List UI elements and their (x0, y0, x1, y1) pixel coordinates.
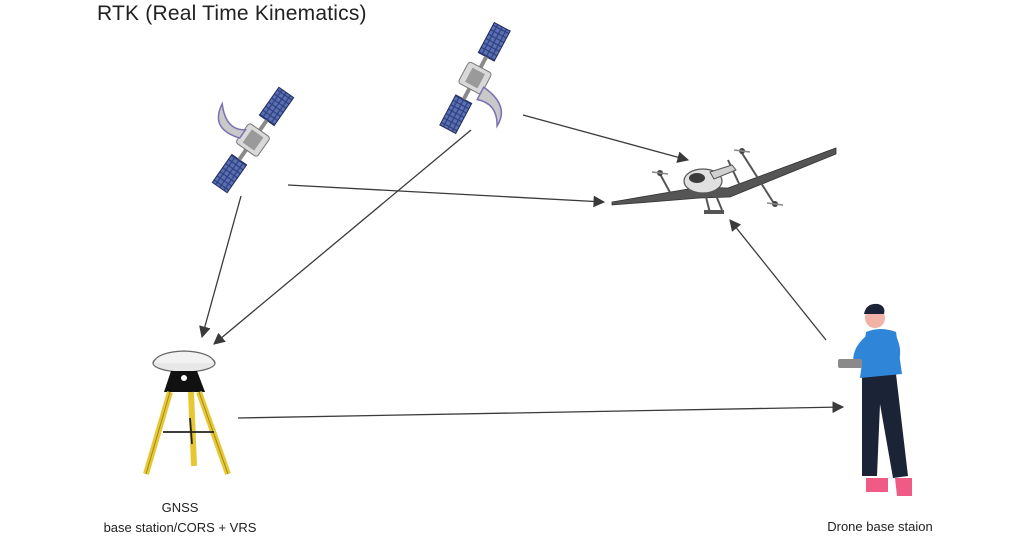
arrow-left-satellite-to-gnss (199, 195, 242, 339)
gnss-label-line1: GNSS (161, 500, 199, 515)
gnss-label-line2: base station/CORS + VRS (103, 520, 257, 535)
arrow-right-satellite-to-gnss (213, 129, 472, 345)
arrow-operator-to-drone (729, 219, 827, 341)
person-with-controller-icon (838, 303, 912, 496)
signal-arrows (199, 114, 845, 419)
operator-label: Drone base staion (827, 519, 933, 534)
page-title: RTK (Real Time Kinematics) (97, 2, 367, 25)
arrow-left-satellite-to-drone (287, 184, 606, 208)
gnss-label: GNSS base station/CORS + VRS (60, 498, 300, 538)
arrow-gnss-to-operator (237, 401, 845, 419)
vtol-drone-icon (611, 147, 837, 214)
satellite-left-icon (211, 86, 295, 194)
satellite-right-icon (439, 21, 511, 135)
gnss-receiver-tripod-icon (143, 350, 231, 476)
arrow-right-satellite-to-drone (522, 114, 690, 163)
